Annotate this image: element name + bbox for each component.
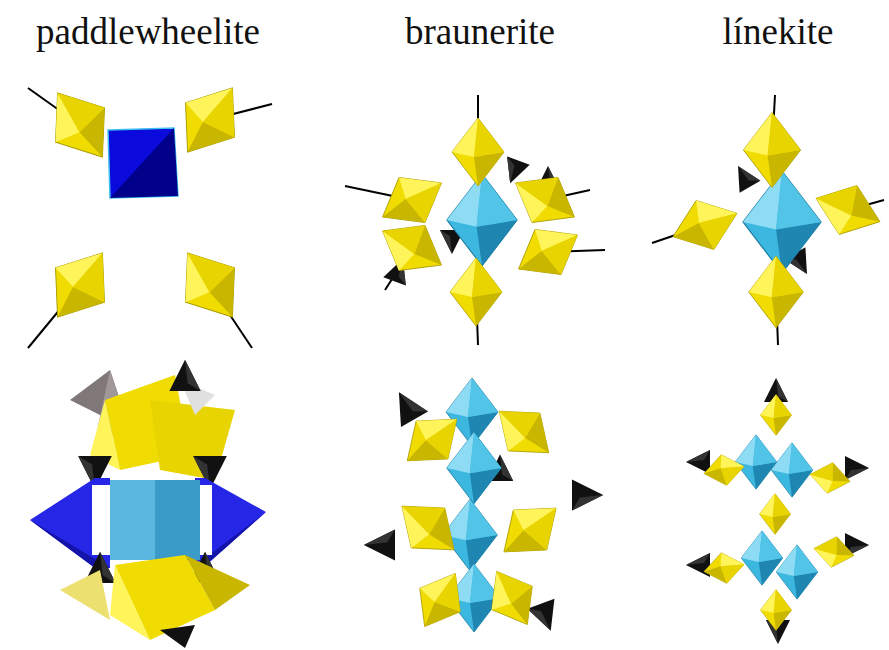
column-heading: braunerite bbox=[405, 12, 555, 53]
braunerite-top bbox=[345, 95, 605, 345]
linekite-top bbox=[652, 95, 889, 345]
column-heading: línekite bbox=[723, 12, 834, 53]
linekite-bottom bbox=[686, 378, 869, 644]
paddlewheelite-bottom bbox=[30, 360, 266, 648]
paddlewheelite-top bbox=[28, 71, 272, 348]
braunerite-bottom bbox=[364, 378, 603, 638]
column-heading: paddlewheelite bbox=[36, 12, 260, 53]
